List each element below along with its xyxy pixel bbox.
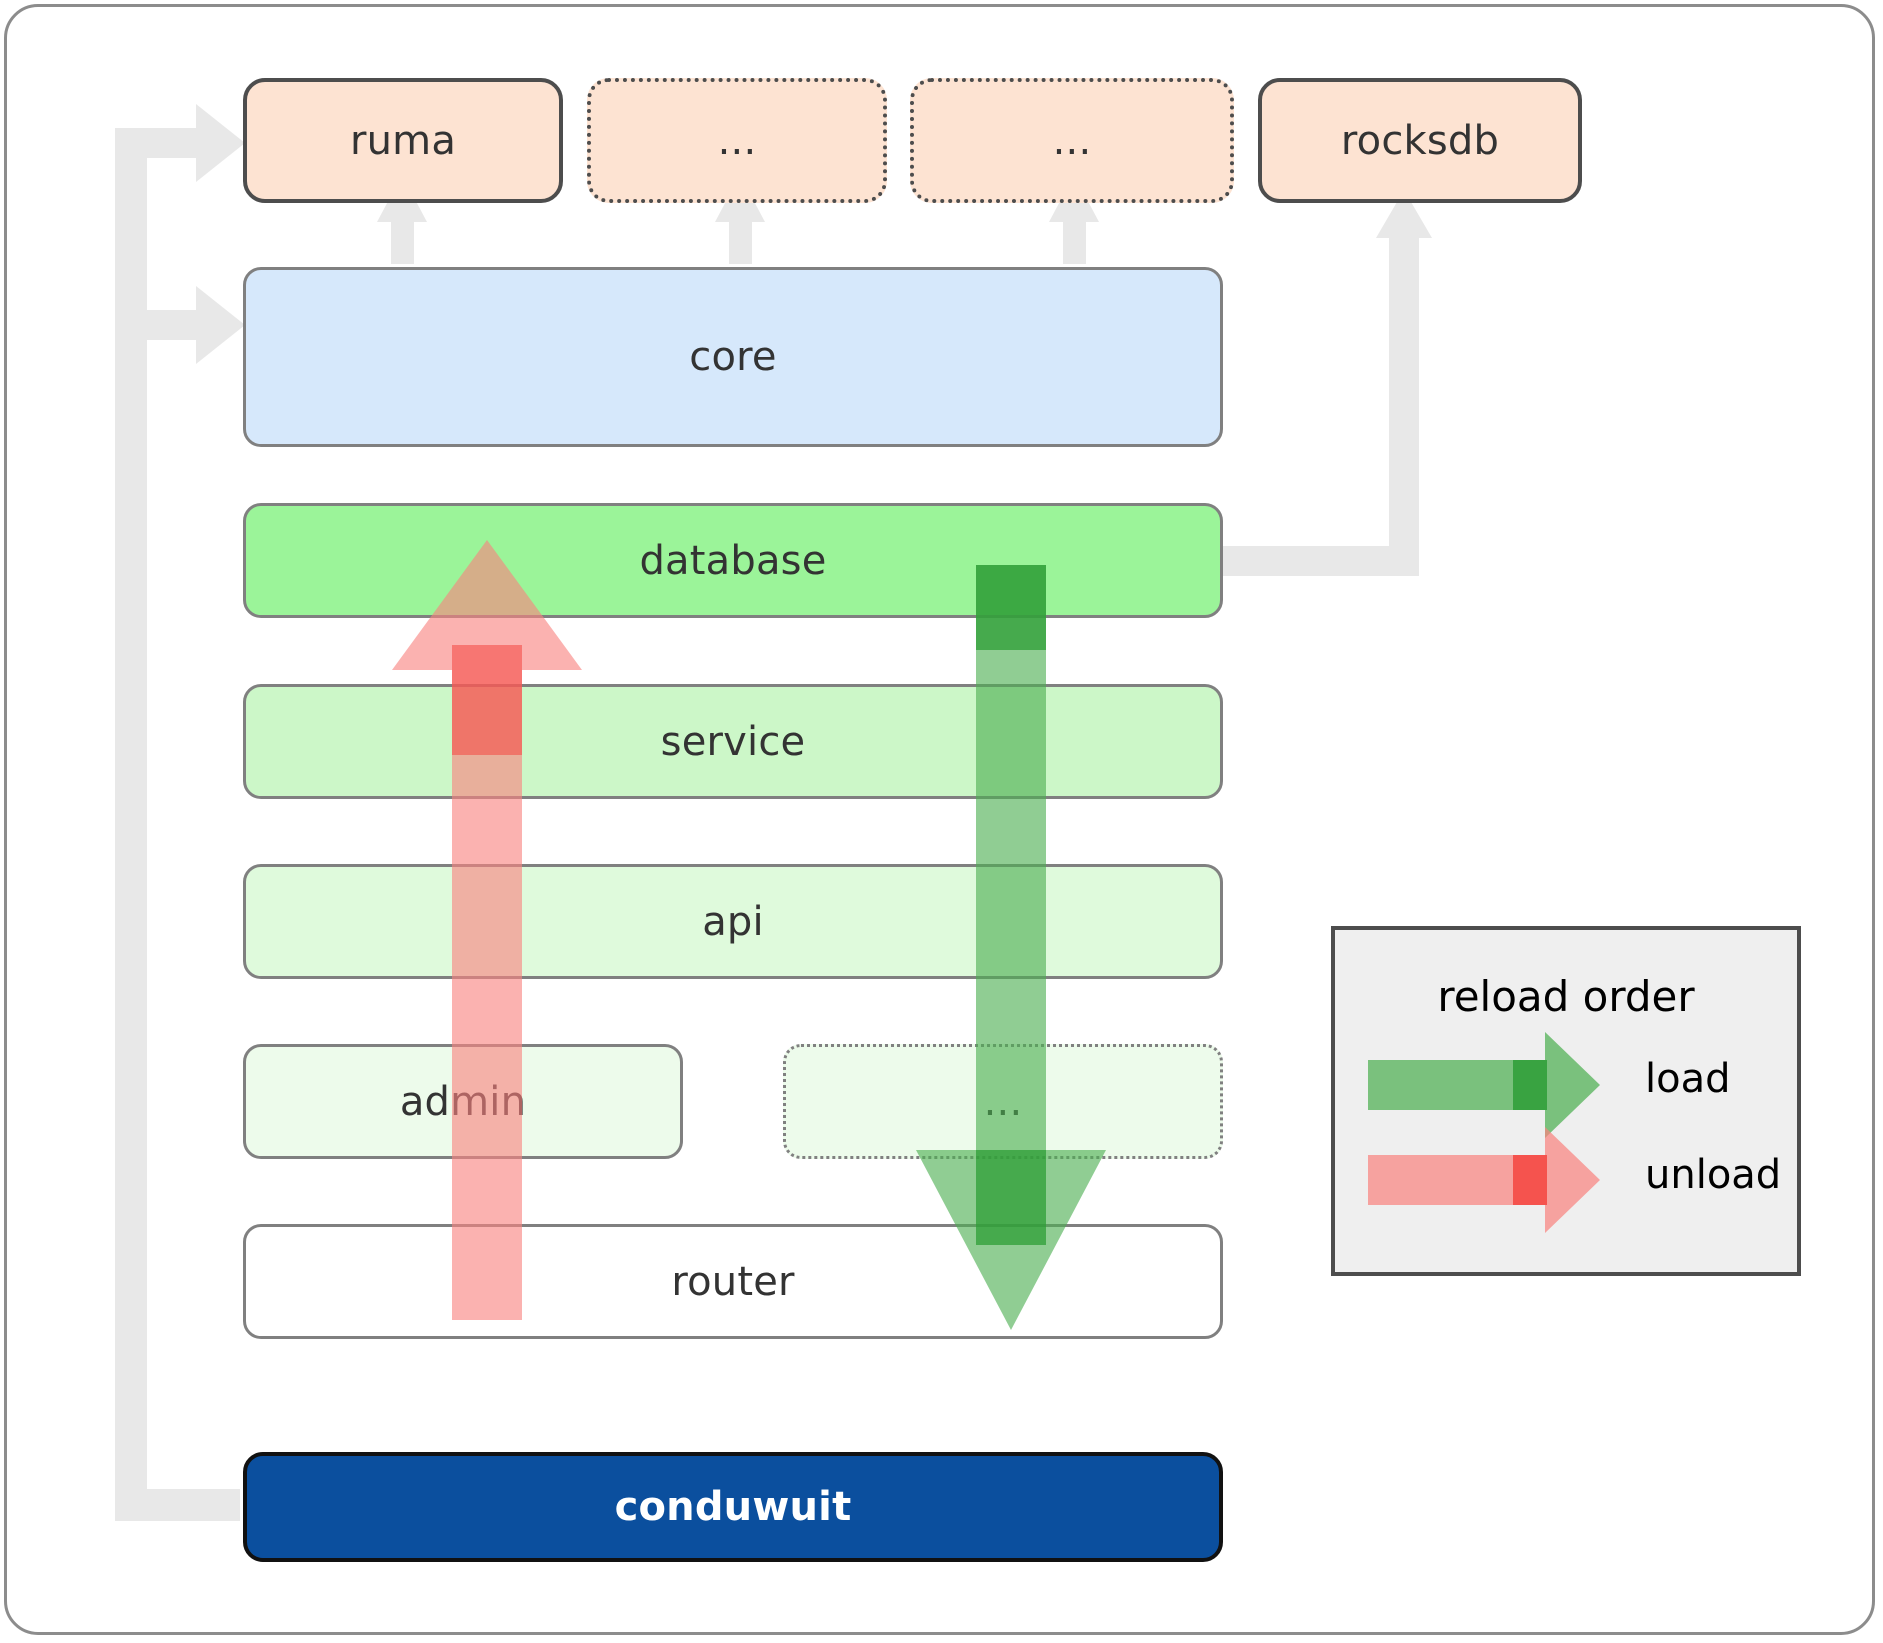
- core-label: core: [689, 334, 777, 380]
- core-node[interactable]: core: [243, 267, 1223, 447]
- layer-node-placeholder[interactable]: ...: [783, 1044, 1223, 1159]
- layer-node-admin[interactable]: admin: [243, 1044, 683, 1159]
- dependency-node-ruma[interactable]: ruma: [243, 78, 563, 203]
- legend-panel: reload order load unload: [1331, 926, 1801, 1276]
- dependency-label: ruma: [349, 117, 457, 164]
- outer-frame: [4, 4, 1875, 1635]
- layer-label: ...: [983, 1078, 1023, 1125]
- dependency-label: rocksdb: [1340, 117, 1500, 164]
- layer-label: router: [671, 1258, 795, 1305]
- app-label: conduwuit: [614, 1484, 852, 1530]
- app-node-conduwuit[interactable]: conduwuit: [243, 1452, 1223, 1562]
- legend-label-load: load: [1645, 1056, 1731, 1102]
- layer-label: database: [639, 537, 827, 584]
- layer-label: api: [702, 898, 764, 945]
- dependency-node-placeholder-2[interactable]: ...: [910, 78, 1234, 203]
- layer-label: admin: [399, 1078, 527, 1125]
- layer-node-router[interactable]: router: [243, 1224, 1223, 1339]
- legend-label-unload: unload: [1645, 1152, 1782, 1198]
- dependency-label: ...: [1052, 117, 1092, 164]
- layer-node-service[interactable]: service: [243, 684, 1223, 799]
- layer-node-database[interactable]: database: [243, 503, 1223, 618]
- layer-node-api[interactable]: api: [243, 864, 1223, 979]
- dependency-node-placeholder-1[interactable]: ...: [587, 78, 887, 203]
- layer-label: service: [660, 718, 806, 765]
- dependency-label: ...: [717, 117, 757, 164]
- legend-title: reload order: [1437, 972, 1695, 1021]
- dependency-node-rocksdb[interactable]: rocksdb: [1258, 78, 1582, 203]
